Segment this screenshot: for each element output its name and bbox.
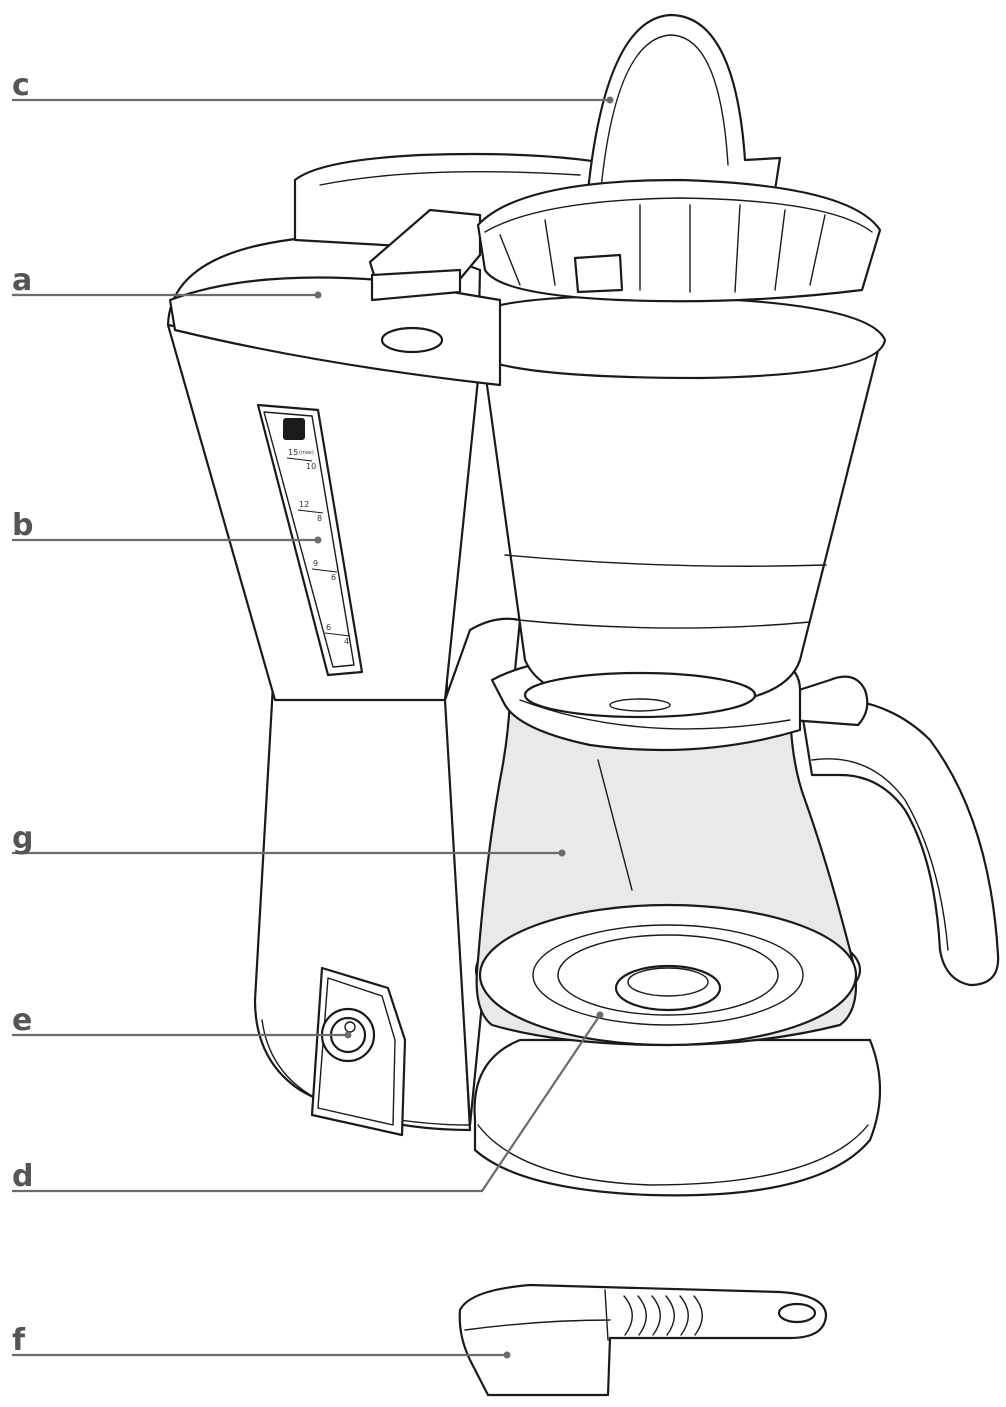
scale-mark-suffix: (max): [299, 450, 314, 456]
callout-label-g: g: [12, 821, 33, 856]
scale-mark-bottom: 4: [344, 637, 349, 646]
scale-mark-top: 6: [326, 623, 331, 632]
measuring-spoon: [458, 1283, 828, 1397]
scale-mark-bottom: 8: [317, 514, 322, 523]
leader-dot-a: [314, 291, 322, 299]
scale-mark-top: 9: [313, 559, 318, 568]
leader-dot-b: [314, 536, 322, 544]
leader-dot-g: [558, 849, 566, 857]
callout-label-f: f: [12, 1323, 26, 1358]
scale-mark-line: [324, 632, 351, 637]
scale-mark-line: [286, 457, 313, 462]
filter-basket: [476, 13, 882, 303]
leader-line-d: [12, 1014, 601, 1193]
switch-panel: [310, 966, 407, 1137]
leader-dot-f: [503, 1351, 511, 1359]
callout-label-e: e: [12, 1003, 32, 1038]
glass-jug: [475, 658, 1000, 1047]
cup-icon: [283, 418, 305, 440]
scale-mark-top: 15: [288, 448, 298, 457]
scale-mark-top: 12: [299, 500, 309, 509]
leader-dot-e: [344, 1031, 352, 1039]
callouts: c a b g e d f: [12, 68, 614, 1359]
leader-dot-d: [596, 1011, 604, 1019]
callout-label-d: d: [12, 1159, 33, 1194]
callout-label-a: a: [12, 263, 32, 298]
scale-mark-bottom: 6: [331, 573, 336, 582]
callout-label-b: b: [12, 508, 33, 543]
scale-mark-bottom: 10: [306, 462, 316, 471]
scale-mark-line: [311, 568, 338, 573]
top-lid: [166, 152, 652, 387]
scale-marks: 15(max) 10 12 8 9 6 6 4: [286, 448, 351, 646]
scale-mark-line: [297, 509, 324, 514]
filter-holder: [458, 295, 887, 719]
leader-dot-c: [606, 96, 614, 104]
callout-label-c: c: [12, 68, 30, 103]
